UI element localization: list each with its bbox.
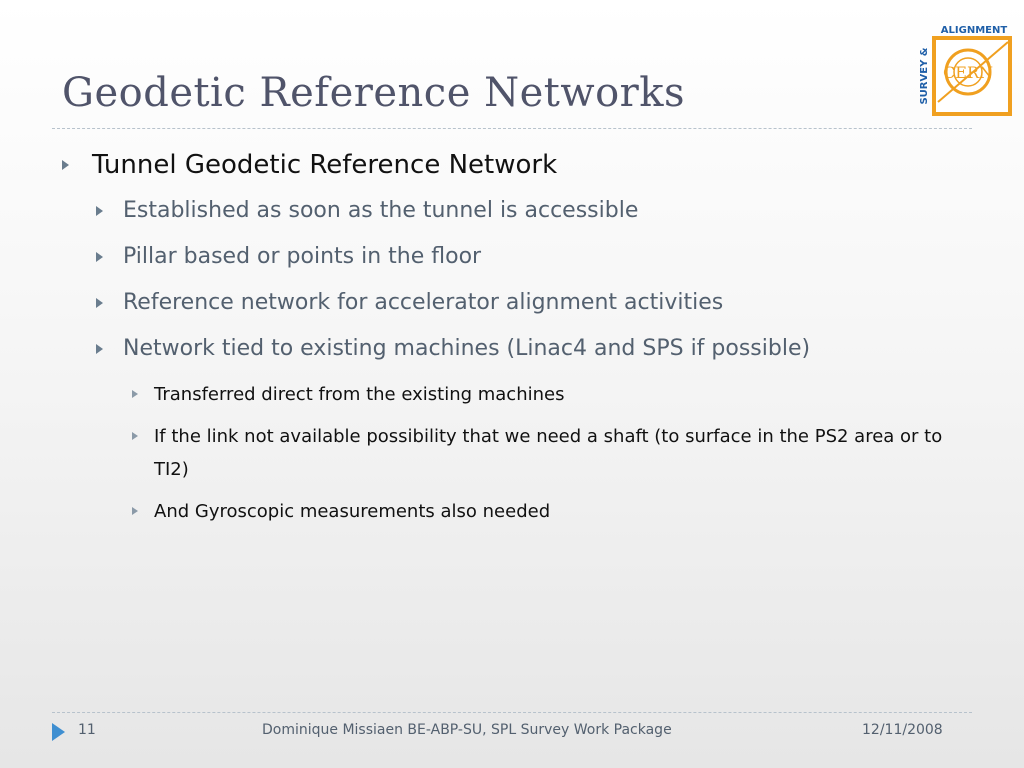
bullet-level3: Transferred direct from the existing mac… [62,378,944,411]
bullet-level3: If the link not available possibility th… [62,420,944,486]
page-number: 11 [78,722,96,738]
bullet-list: Tunnel Geodetic Reference Network Establ… [62,146,962,537]
bullet-level2: Network tied to existing machines (Linac… [62,332,962,366]
bullet-arrow-icon [132,390,138,398]
bullet-text: Established as soon as the tunnel is acc… [123,198,639,223]
bullet-level3: And Gyroscopic measurements also needed [62,495,944,528]
bullet-arrow-icon [96,206,103,216]
bullet-text: Pillar based or points in the floor [123,244,482,269]
bullet-arrow-icon [62,160,69,170]
footer-divider [52,712,972,713]
footer-date: 12/11/2008 [862,722,943,738]
bullet-level1: Tunnel Geodetic Reference Network [62,146,962,186]
bullet-arrow-icon [96,298,103,308]
bullet-level2: Established as soon as the tunnel is acc… [62,194,962,228]
logo-side-word: SURVEY & [919,47,930,104]
bullet-level2: Reference network for accelerator alignm… [62,286,962,320]
slide-title: Geodetic Reference Networks [62,70,686,116]
bullet-arrow-icon [96,344,103,354]
footer-center-text: Dominique Missiaen BE-ABP-SU, SPL Survey… [262,722,672,738]
logo-inner-text: CERN [943,63,993,82]
bullet-arrow-icon [132,432,138,440]
cern-survey-alignment-logo: CERN ALIGNMENT SURVEY & [919,25,1012,116]
bullet-text: Transferred direct from the existing mac… [154,384,565,405]
bullet-text: Network tied to existing machines (Linac… [123,336,811,361]
bullet-level2: Pillar based or points in the floor [62,240,962,274]
title-divider [52,128,972,129]
bullet-text: Reference network for accelerator alignm… [123,290,724,315]
logo-top-word: ALIGNMENT [941,25,1008,36]
bullet-text: And Gyroscopic measurements also needed [154,501,551,522]
bullet-text: If the link not available possibility th… [154,426,943,480]
bullet-text: Tunnel Geodetic Reference Network [92,150,558,180]
slide-arrow-icon [52,723,65,741]
bullet-arrow-icon [132,507,138,515]
bullet-arrow-icon [96,252,103,262]
